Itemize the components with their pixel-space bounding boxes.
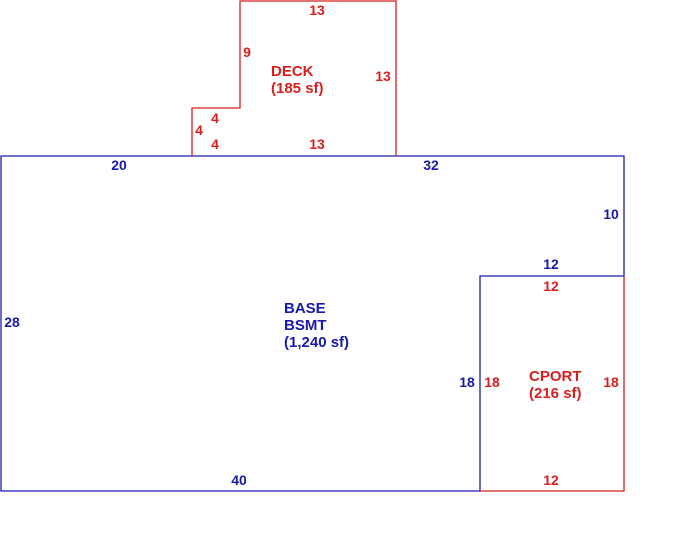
base-dim-notch-top: 12 xyxy=(543,256,559,272)
base-dim-top-right: 32 xyxy=(423,157,439,173)
base-dim-notch-side: 18 xyxy=(459,374,475,390)
base-dim-bottom: 40 xyxy=(231,472,247,488)
deck-dim-bottom-left: 4 xyxy=(211,136,219,152)
cport-name-label: CPORT xyxy=(529,368,582,385)
base-name-label: BASE xyxy=(284,300,326,317)
base-dim-left: 28 xyxy=(4,314,20,330)
deck-dim-step-left: 9 xyxy=(243,44,251,60)
cport-dim-top: 12 xyxy=(543,278,559,294)
deck-name-label: DECK xyxy=(271,63,314,80)
cport-area-label: (216 sf) xyxy=(529,385,582,402)
deck-dim-notch-horizontal: 4 xyxy=(211,110,219,126)
base-dim-top-left: 20 xyxy=(111,157,127,173)
deck-dim-right: 13 xyxy=(375,68,391,84)
deck-dim-bottom: 13 xyxy=(309,136,325,152)
cport-dim-left: 18 xyxy=(484,374,500,390)
base-area-label: (1,240 sf) xyxy=(284,334,349,351)
deck-outline xyxy=(191,0,397,156)
cport-dim-right: 18 xyxy=(603,374,619,390)
deck-dim-top: 13 xyxy=(309,2,325,18)
deck-dim-notch-vertical: 4 xyxy=(195,122,203,138)
cport-outline xyxy=(480,276,625,492)
base-outline xyxy=(0,155,625,492)
cport-dim-bottom: 12 xyxy=(543,472,559,488)
deck-area-label: (185 sf) xyxy=(271,80,324,97)
base-type-label: BSMT xyxy=(284,317,327,334)
base-dim-right-upper: 10 xyxy=(603,206,619,222)
